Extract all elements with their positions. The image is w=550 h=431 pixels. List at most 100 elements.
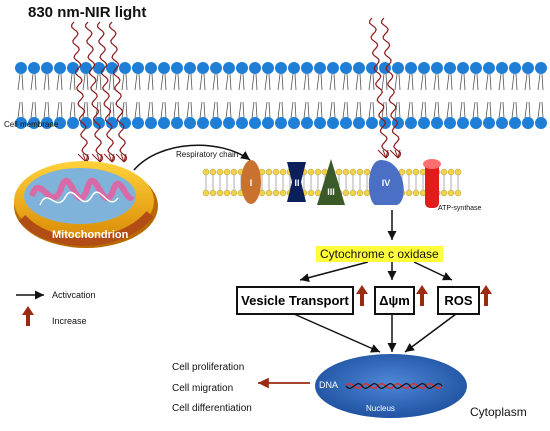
lipid-tail [398, 73, 401, 91]
lipid-head [535, 62, 547, 74]
lipid-head [440, 189, 448, 197]
lipid-head [132, 117, 144, 129]
lipid-tail [186, 73, 190, 91]
lipid-head [275, 62, 287, 74]
lipid-tail [528, 73, 531, 91]
light-wave-head [77, 153, 87, 163]
lipid-head [522, 117, 534, 129]
lipid-head [353, 62, 365, 74]
lipid-tail [30, 101, 34, 119]
lipid-head [197, 62, 209, 74]
lipid-tail [251, 73, 255, 91]
lipid-head [216, 189, 224, 197]
lipid-head [236, 62, 248, 74]
lipid-head [106, 117, 118, 129]
lipid-head [223, 117, 235, 129]
light-wave-head [91, 153, 101, 163]
light-wave-head [397, 149, 401, 159]
lipid-head [272, 168, 280, 176]
lipid-head [509, 117, 521, 129]
lipid-head [119, 62, 131, 74]
lipid-tail [407, 73, 411, 91]
lipid-tail [333, 73, 336, 91]
lipid-tail [277, 73, 281, 91]
lipid-tail [528, 101, 531, 119]
dna-label: DNA [319, 380, 339, 390]
complex-iv-label: IV [382, 178, 391, 188]
lipid-head [483, 62, 495, 74]
lipid-head [288, 117, 300, 129]
lipid-head [349, 168, 357, 176]
lipid-head [184, 117, 196, 129]
lipid-tail [251, 101, 255, 119]
lipid-head [54, 117, 66, 129]
lipid-tail [203, 73, 206, 91]
lipid-tail [277, 101, 281, 119]
lipid-head [145, 62, 157, 74]
lipid-head [496, 62, 508, 74]
lipid-tail [121, 73, 125, 91]
arrow-ros-to-nucleus [404, 313, 457, 353]
cytochrome-label: Cytochrome c oxidase [316, 246, 443, 262]
lipid-head [405, 189, 413, 197]
lipid-head [454, 168, 462, 176]
lipid-tail [34, 101, 37, 119]
lipid-head [418, 117, 430, 129]
lipid-tail [433, 101, 437, 119]
lipid-tail [216, 101, 219, 119]
lipid-head [67, 62, 79, 74]
lipid-head [535, 117, 547, 129]
light-wave-head [385, 149, 389, 159]
lipid-tail [420, 101, 424, 119]
atp-synthase-label: ATP-synthase [438, 205, 482, 212]
lipid-tail [342, 73, 346, 91]
lipid-tail [355, 73, 359, 91]
lipid-tail [515, 101, 518, 119]
lipid-tail [459, 101, 463, 119]
outcome-differentiation: Cell differentiation [172, 403, 252, 414]
lipid-tail [320, 73, 323, 91]
lipid-tail [229, 73, 232, 91]
lipid-head [197, 117, 209, 129]
lipid-tail [82, 73, 86, 91]
lipid-tail [476, 101, 479, 119]
lipid-head [447, 189, 455, 197]
lipid-tail [472, 101, 476, 119]
membrane-potential-box: Δψm [374, 286, 415, 315]
lipid-head [314, 117, 326, 129]
lipid-head [353, 117, 365, 129]
lipid-head [272, 189, 280, 197]
lipid-head [307, 189, 315, 197]
mitochondrion-graphic [14, 161, 158, 248]
lipid-tail [216, 73, 219, 91]
light-wave-head [377, 149, 387, 159]
lipid-tail [329, 73, 333, 91]
lipid-tail [268, 73, 271, 91]
mitochondrion-label: Mitochondrion [52, 229, 129, 241]
lipid-tail [147, 73, 151, 91]
lipid-tail [307, 73, 310, 91]
lipid-head [249, 117, 261, 129]
lipid-head [210, 117, 222, 129]
lipid-tail [502, 101, 505, 119]
arrow-to-ros [413, 261, 453, 281]
lipid-head [454, 189, 462, 197]
outcome-migration: Cell migration [172, 383, 234, 394]
complex-iii-shape [317, 159, 345, 205]
lipid-tail [394, 73, 398, 91]
lipid-head [119, 117, 131, 129]
light-wave-head [389, 149, 399, 159]
lipid-head [470, 117, 482, 129]
lipid-head [509, 62, 521, 74]
lipid-tail [281, 101, 284, 119]
lipid-head [363, 189, 371, 197]
lipid-tail [47, 73, 50, 91]
light-wave-head [103, 153, 113, 163]
outcome-proliferation: Cell proliferation [172, 362, 245, 373]
lipid-tail [160, 73, 164, 91]
lipid-tail [359, 101, 362, 119]
lipid-tail [242, 73, 245, 91]
lipid-tail [407, 101, 411, 119]
arrow-vesicle-to-nucleus [293, 313, 381, 353]
lipid-tail [294, 73, 297, 91]
